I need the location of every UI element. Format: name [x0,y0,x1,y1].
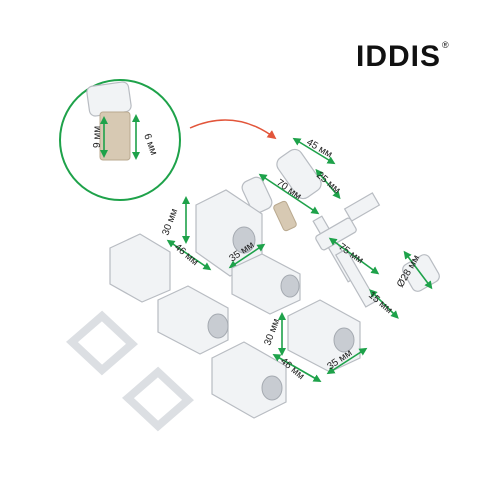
brand-logo-text: IDDIS [356,40,442,73]
registered-mark: ® [442,40,450,50]
gasket-frame-bottom [122,366,194,432]
pointer-arrow [189,119,277,140]
pin-diameter-label: 9 мм [92,126,103,148]
lower-height-label: 30 мм [262,317,282,347]
left-clip-bottom-hole [261,375,283,401]
clip-height-label: 30 мм [160,207,180,237]
left-clip-middle [157,285,229,355]
middle-clip-part [231,253,301,315]
left-clip-top [109,233,171,303]
brand-logo: IDDIS® [356,40,450,74]
detail-zoom-circle: 9 мм 6 мм [59,79,181,201]
gasket-frame-top [66,310,138,376]
left-clip-middle-hole [207,313,229,339]
support-rod-part: 75 мм Ø28 мм 15 мм [312,192,440,319]
upper-clip-part: 30 мм 46 мм 35 мм [160,189,266,277]
middle-clip-hole [280,274,300,298]
cap-length-label: 45 мм [305,137,335,160]
